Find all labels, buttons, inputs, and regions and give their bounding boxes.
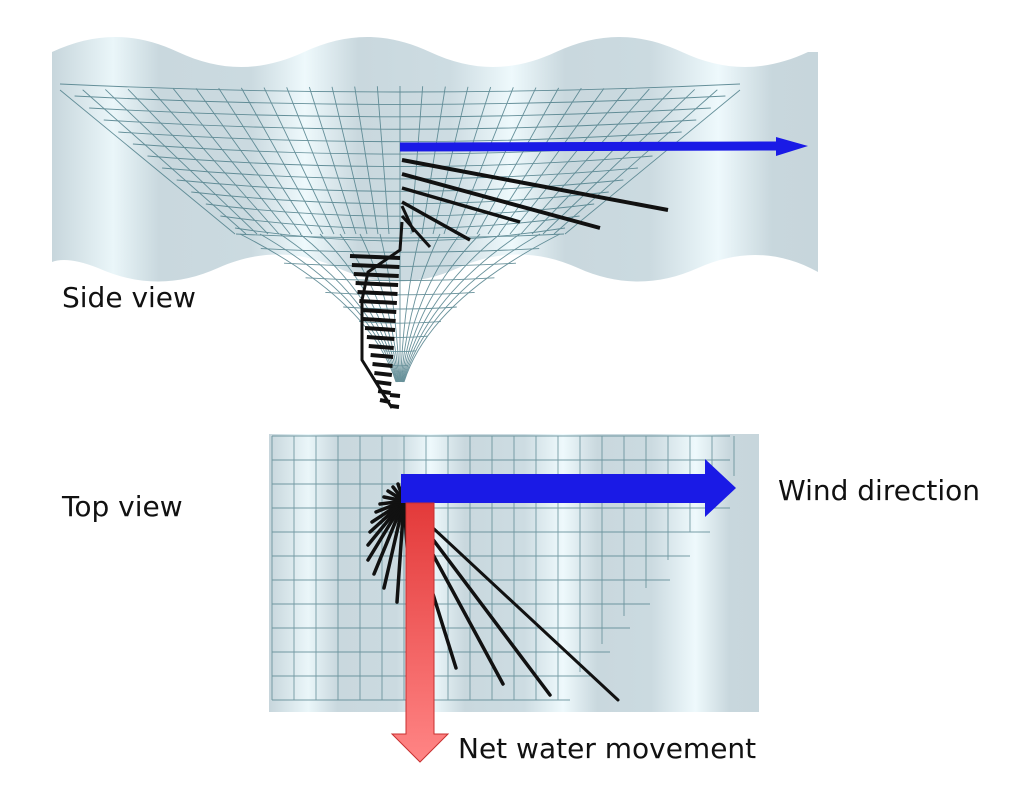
current-vector — [374, 371, 393, 377]
mesh-radial — [354, 86, 379, 235]
mesh-radial — [520, 88, 650, 235]
mesh-radial — [376, 86, 390, 235]
mesh-radial — [172, 88, 291, 235]
mesh-radial — [105, 89, 258, 235]
current-vector — [401, 200, 471, 242]
mesh-radial — [239, 233, 397, 383]
side-view-mesh — [59, 83, 741, 383]
mesh-radial — [564, 89, 741, 235]
mesh-radial — [240, 87, 324, 235]
side-view-panel — [52, 37, 818, 409]
spiral-path — [360, 221, 404, 409]
top-view-grid — [271, 435, 735, 701]
mesh-radial — [299, 233, 398, 383]
mesh-radial — [401, 233, 481, 383]
mesh-radial — [487, 87, 582, 235]
net-water-movement-label: Net water movement — [458, 732, 757, 765]
current-vector — [351, 263, 400, 269]
side-view-current-vectors — [349, 158, 669, 409]
current-vector — [353, 272, 399, 278]
mesh-radial — [150, 88, 280, 235]
current-vector — [401, 172, 601, 230]
mesh-radial — [331, 86, 368, 235]
mesh-radial — [542, 89, 695, 235]
side-wind-arrow — [399, 137, 808, 156]
mesh-radial — [403, 233, 561, 383]
mesh-radial — [263, 87, 335, 235]
current-vector — [364, 326, 396, 332]
ocean-surface-wave — [52, 37, 818, 282]
current-vector — [377, 389, 391, 395]
current-vector — [390, 404, 400, 409]
current-vector — [359, 299, 397, 305]
current-vector — [395, 499, 406, 604]
mesh-radial — [403, 233, 541, 383]
current-vector — [355, 281, 399, 287]
current-vector — [361, 308, 397, 314]
current-vector — [363, 317, 396, 323]
current-vector — [372, 362, 393, 368]
mesh-radial — [286, 87, 346, 235]
mesh-radial — [531, 88, 673, 235]
mesh-radial — [195, 88, 302, 235]
mesh-radial — [319, 233, 399, 383]
mesh-radial — [402, 233, 501, 383]
mesh-radial — [308, 86, 357, 235]
top-view-panel — [269, 434, 759, 763]
current-vector — [349, 254, 401, 260]
current-vector — [400, 214, 432, 249]
top-view-label: Top view — [62, 490, 183, 523]
mesh-radial — [401, 233, 461, 383]
mesh-radial — [59, 89, 236, 235]
mesh-radial — [400, 233, 421, 383]
mesh-radial — [454, 87, 514, 235]
side-view-label: Side view — [62, 281, 196, 314]
current-vector — [382, 499, 406, 590]
mesh-radial — [82, 89, 247, 235]
current-vector — [379, 398, 391, 404]
current-vector — [372, 499, 406, 576]
current-vector — [402, 499, 620, 702]
current-vector — [401, 186, 521, 224]
mesh-radial — [498, 88, 605, 235]
mesh-radial — [279, 233, 398, 383]
current-vector — [389, 393, 401, 398]
wind-direction-label: Wind direction — [778, 474, 980, 507]
mesh-radial — [218, 87, 313, 235]
mesh-radial — [400, 233, 441, 383]
mesh-radial — [259, 233, 397, 383]
mesh-radial — [127, 88, 269, 235]
mesh-radial — [476, 87, 560, 235]
wind-direction-arrow — [401, 459, 736, 517]
mesh-radial — [553, 89, 718, 235]
current-vector — [366, 335, 395, 341]
current-vector — [400, 205, 416, 233]
mesh-radial — [402, 233, 521, 383]
current-vector — [357, 290, 398, 296]
net-water-movement-arrow — [390, 502, 450, 763]
current-vector — [375, 380, 392, 386]
mesh-radial — [421, 86, 446, 235]
mesh-radial — [443, 86, 492, 235]
current-vector — [368, 344, 394, 350]
mesh-radial — [432, 86, 469, 235]
current-vector — [401, 158, 669, 212]
current-vector — [370, 353, 394, 359]
